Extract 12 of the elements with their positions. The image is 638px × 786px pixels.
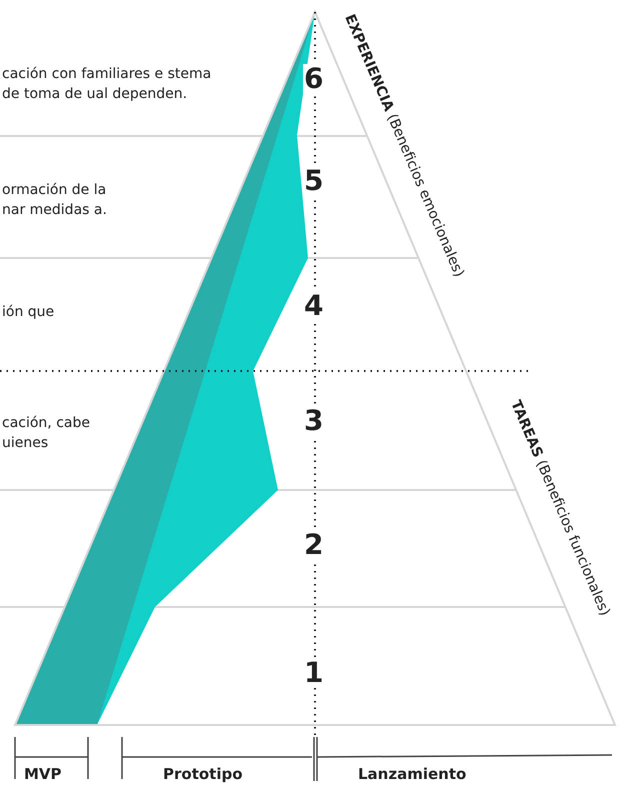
description-text: cación con familiares e stema de toma de ual dependen. bbox=[2, 65, 212, 104]
description-text: ormación de la nar medidas a. bbox=[2, 181, 108, 220]
level-number: 6 bbox=[303, 64, 324, 94]
level-number: 2 bbox=[303, 530, 324, 560]
level-number: 4 bbox=[303, 291, 324, 321]
description-text: cación, cabe uienes bbox=[2, 414, 91, 453]
phase-label: Prototipo bbox=[163, 765, 243, 783]
description-text: ión que bbox=[2, 303, 56, 322]
phase-label: MVP bbox=[24, 765, 62, 783]
level-number: 5 bbox=[303, 166, 324, 196]
level-number: 3 bbox=[303, 406, 324, 436]
phase-label: Lanzamiento bbox=[358, 765, 466, 783]
